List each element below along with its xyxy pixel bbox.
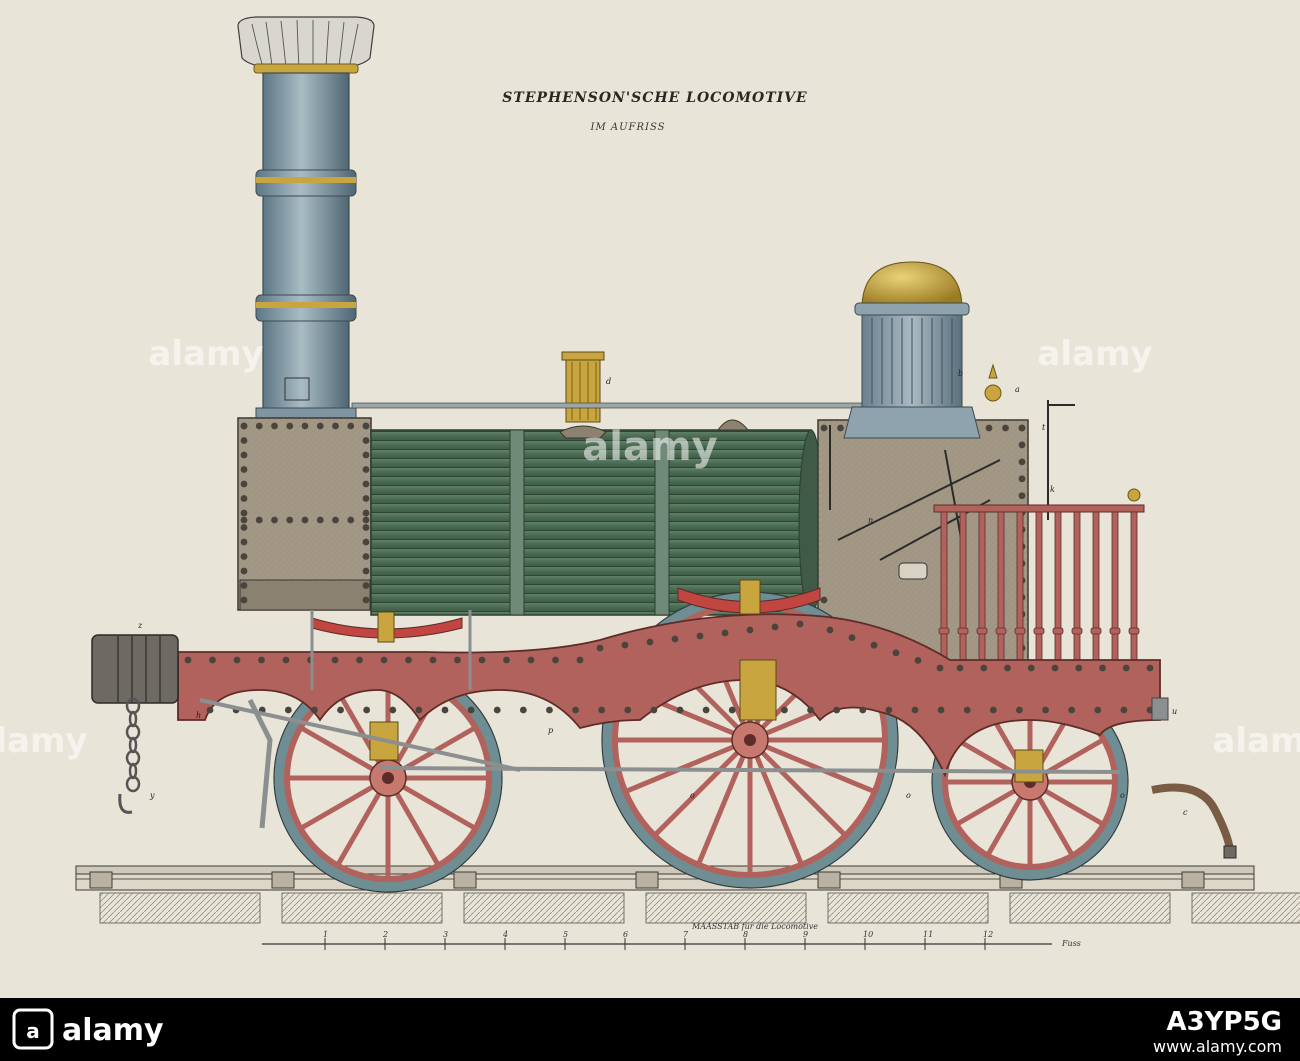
- illustration-subtitle: IM AUFRISS: [590, 122, 666, 133]
- smokebox: [237, 417, 372, 611]
- part-label-z: z: [137, 621, 143, 630]
- scale-tick-label: 5: [563, 930, 568, 939]
- footer-image-id: A3YP5G: [1166, 1007, 1282, 1037]
- part-label-o2: o: [906, 791, 911, 800]
- part-label-a: a: [1015, 385, 1020, 394]
- scale-tick-label: 3: [443, 930, 448, 939]
- scale-tick-label: 6: [623, 930, 628, 939]
- scale-tick-label: 9: [803, 930, 808, 939]
- part-label-d: d: [606, 377, 611, 386]
- frame: p o o o u c: [177, 579, 1188, 817]
- front-buffer: z: [91, 621, 179, 704]
- coupling-chain: y h: [118, 697, 201, 814]
- scale-tick-label: 11: [923, 930, 933, 939]
- alamy-logo: a alamy: [12, 1008, 164, 1050]
- watermark-right-top: alamy: [1037, 334, 1152, 374]
- watermarks: alamy alamy alamy alamy alamy: [0, 334, 1300, 761]
- scale-caption: MAASSTAB für die Locomotive: [691, 922, 818, 931]
- illustration-title: STEPHENSON'SCHE LOCOMOTIVE: [502, 90, 807, 106]
- part-label-k: k: [1050, 485, 1055, 494]
- rear-hose: [1151, 697, 1237, 859]
- scale-tick-label: 7: [683, 930, 689, 939]
- part-label-t: t: [1042, 423, 1046, 432]
- watermark-center: alamy: [582, 424, 717, 470]
- part-label-y: y: [149, 791, 155, 800]
- life-guard: [247, 698, 273, 829]
- watermark-right-bottom: alamy: [1212, 721, 1300, 761]
- footer-bar: [0, 998, 1300, 1061]
- footer-url[interactable]: www.alamy.com: [1153, 1037, 1282, 1056]
- scale-tick-label: 10: [863, 930, 873, 939]
- scale-unit: Fuss: [1061, 939, 1081, 948]
- scale-tick-label: 2: [382, 930, 388, 939]
- part-label-b: b: [958, 369, 963, 378]
- part-label-o3: o: [1120, 791, 1125, 800]
- scale-tick-label: 4: [502, 930, 508, 939]
- part-label-o1: o: [690, 791, 695, 800]
- watermark-left-top: alamy: [148, 334, 263, 374]
- part-label-p: p: [548, 726, 553, 735]
- boiler: d: [351, 351, 873, 616]
- watermark-left-bottom: alamy: [0, 721, 88, 761]
- part-label-c: c: [1183, 808, 1188, 817]
- scale-tick-label: 8: [743, 930, 748, 939]
- part-label-h: h: [196, 711, 201, 720]
- svg-text:a: a: [26, 1019, 40, 1043]
- part-label-n: n: [868, 516, 873, 525]
- scale-tick-label: 1: [323, 930, 328, 939]
- footplate-railing: [933, 488, 1145, 663]
- part-label-u: u: [1172, 707, 1177, 716]
- footer-brand: alamy: [62, 1013, 164, 1048]
- scale-tick-label: 12: [983, 930, 993, 939]
- chimney: [237, 16, 375, 421]
